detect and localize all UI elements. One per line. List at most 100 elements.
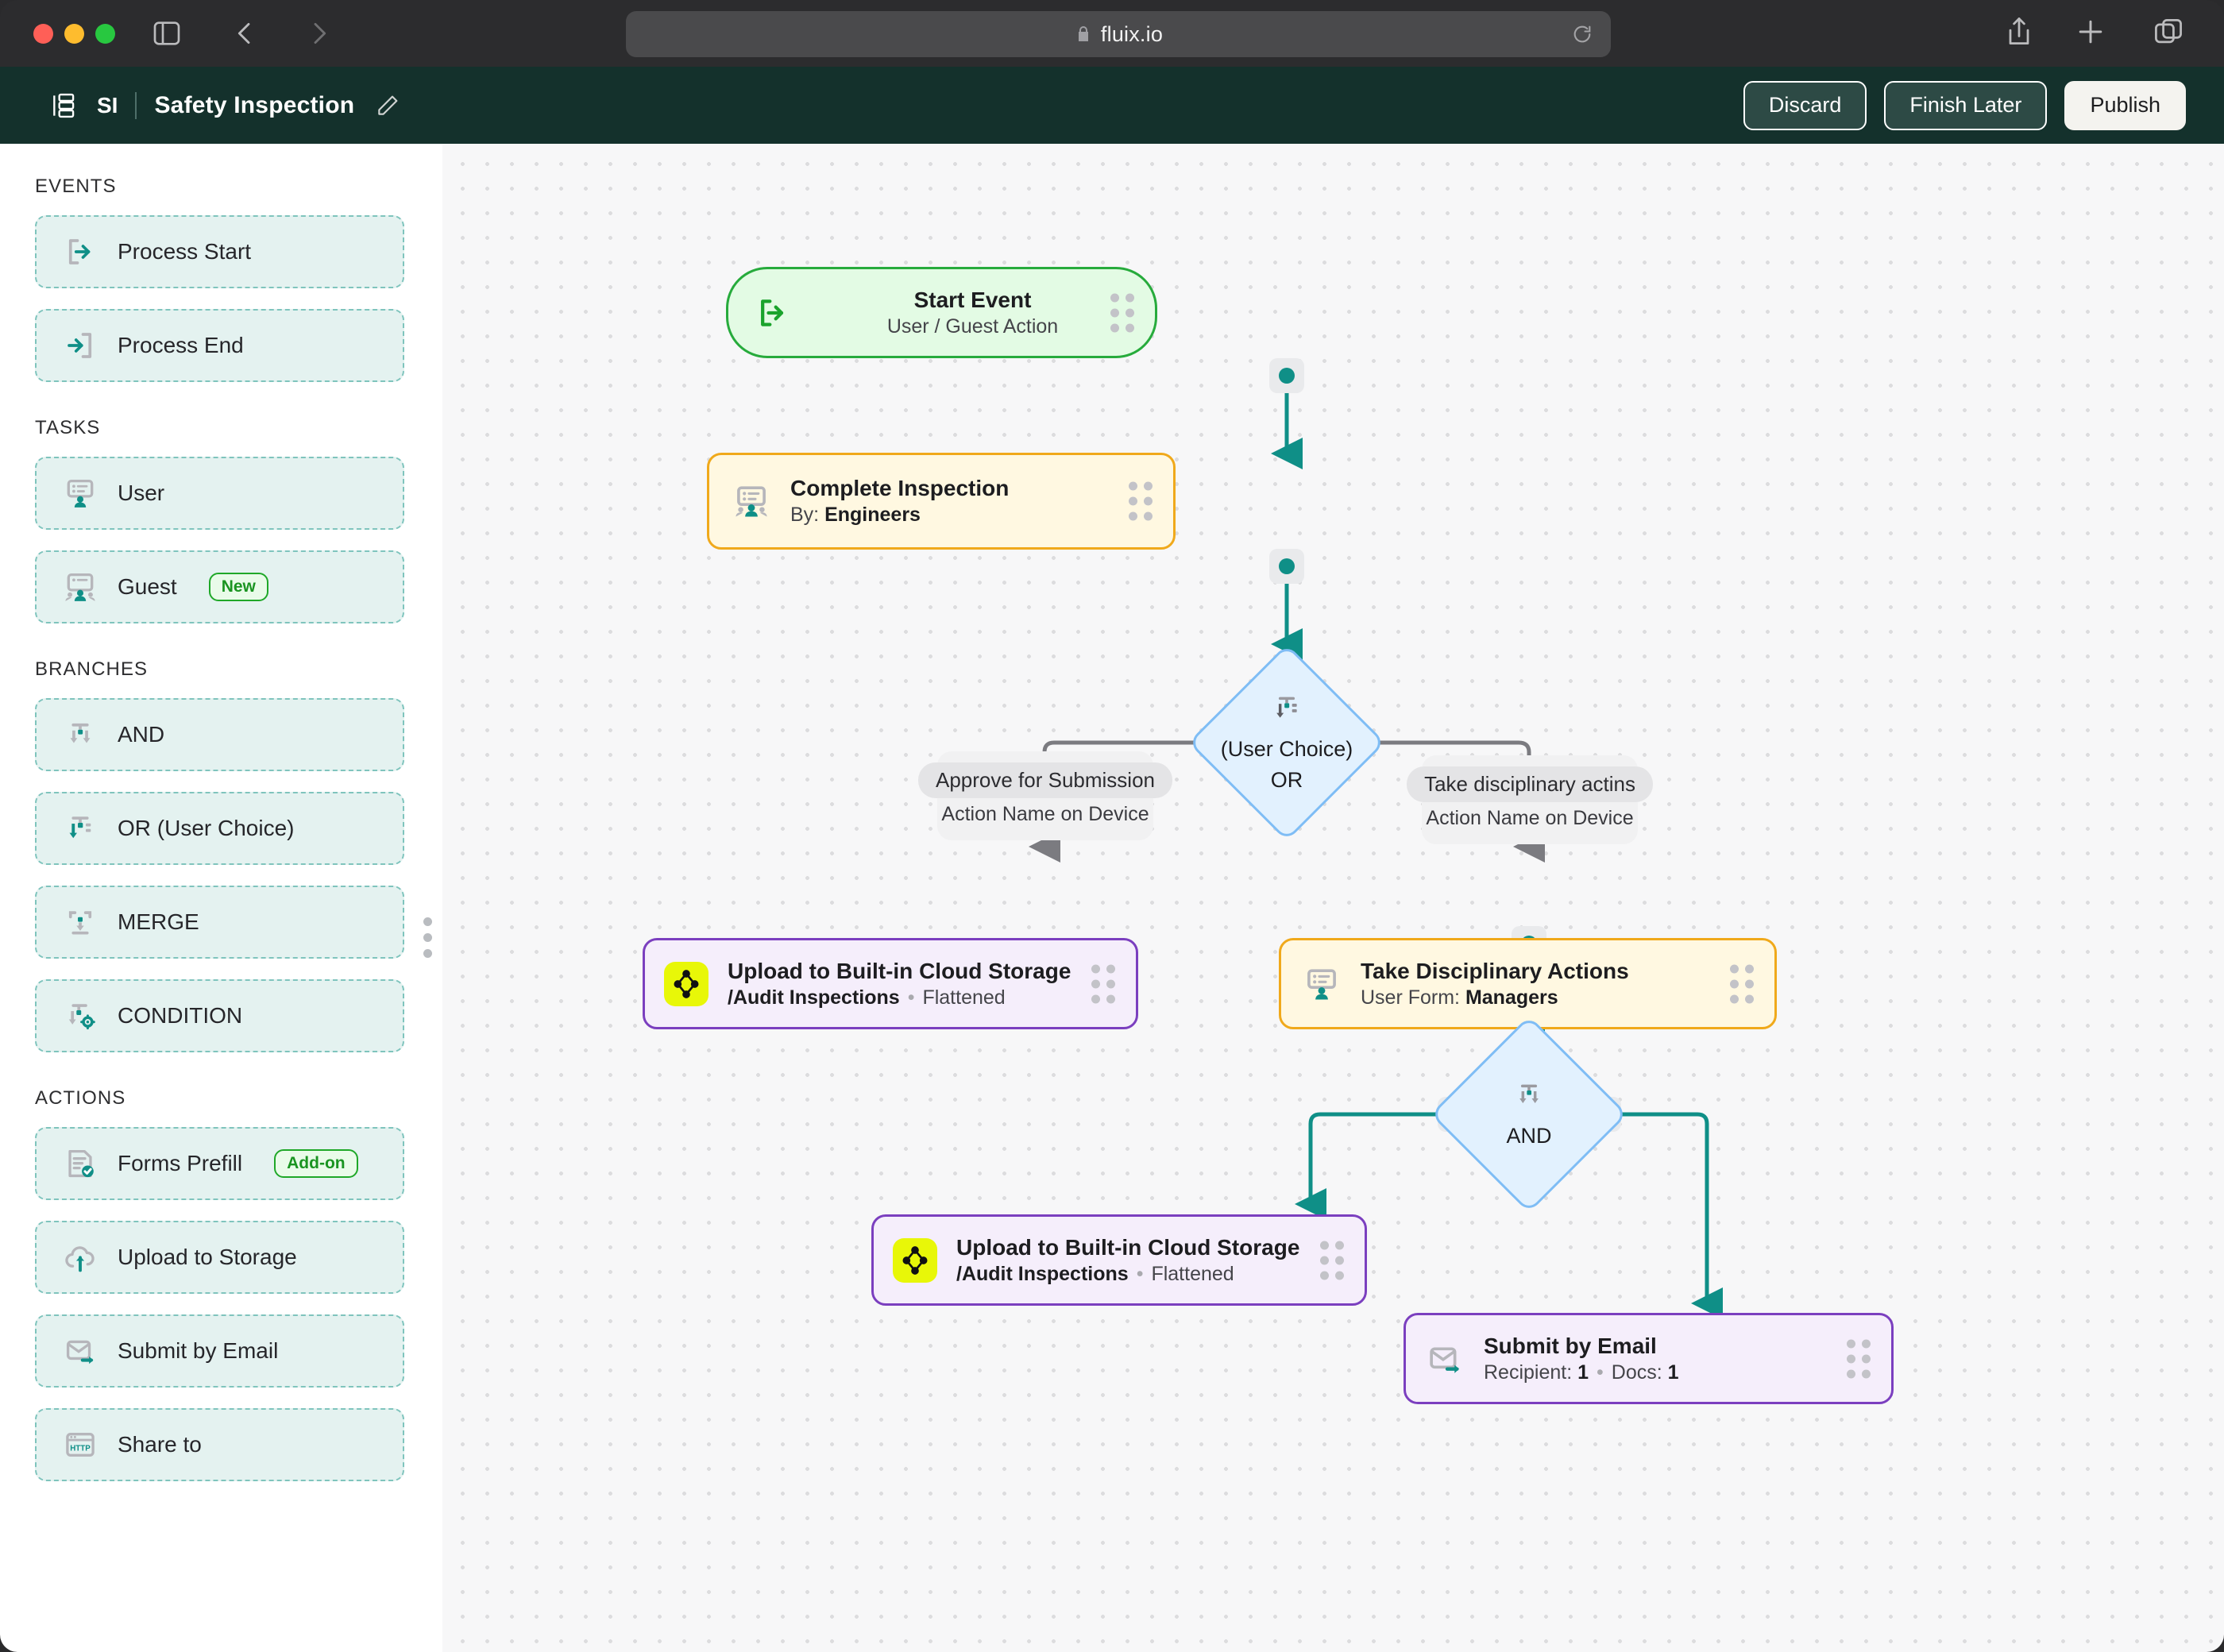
header-actions: Discard Finish Later Publish (1743, 80, 2224, 130)
sidebar-toggle-icon[interactable] (151, 17, 183, 49)
reload-icon[interactable] (1571, 23, 1593, 45)
branch-sublabel: Action Name on Device (941, 803, 1149, 825)
node-upload-bottom[interactable]: Upload to Built-in Cloud Storage /Audit … (871, 1214, 1367, 1306)
page-title: Safety Inspection (154, 91, 355, 118)
palette-group-title: ACTIONS (35, 1087, 126, 1109)
fluix-storage-icon (664, 961, 709, 1006)
node-title: Submit by Email (1484, 1333, 1657, 1358)
svg-text:HTTP: HTTP (70, 1445, 91, 1453)
node-title: Upload to Built-in Cloud Storage (956, 1234, 1300, 1260)
palette-item-label: Guest (118, 574, 177, 599)
node-start-event[interactable]: Start Event User / Guest Action (726, 267, 1157, 358)
node-subtitle: User / Guest Action (886, 315, 1059, 338)
browser-toolbar: fluix.io (0, 0, 2224, 67)
node-drag-grip[interactable] (1730, 964, 1754, 1003)
palette-item-label: Process End (118, 333, 244, 357)
submit-email-icon (1427, 1341, 1463, 1377)
workflow-abbreviation: SI (97, 92, 118, 118)
palette-item-share-to[interactable]: HTTP Share to (35, 1408, 404, 1481)
node-drag-grip[interactable] (1847, 1339, 1871, 1378)
node-title: Upload to Built-in Cloud Storage (728, 958, 1071, 983)
share-icon[interactable] (2002, 14, 2037, 49)
browser-back-button[interactable] (229, 17, 261, 49)
submit-email-icon (64, 1334, 97, 1368)
palette-item-label: Share to (118, 1432, 202, 1457)
close-window-button[interactable] (33, 24, 53, 44)
breadcrumb-separator (135, 91, 137, 119)
node-upload-left[interactable]: Upload to Built-in Cloud Storage /Audit … (643, 938, 1138, 1029)
address-bar[interactable]: fluix.io (626, 11, 1611, 57)
node-subtitle: Recipient: 1•Docs: 1 (1484, 1361, 1679, 1384)
sidebar-resize-handle[interactable] (423, 917, 432, 958)
workflow-canvas[interactable]: Start Event User / Guest Action (442, 144, 2224, 1652)
branch-or-icon (64, 812, 97, 845)
node-drag-grip[interactable] (1110, 293, 1134, 332)
palette-group-title: BRANCHES (35, 658, 149, 680)
port-start-out[interactable] (1269, 358, 1304, 393)
palette-group-title: EVENTS (35, 176, 117, 197)
palette-item-upload-to-storage[interactable]: Upload to Storage (35, 1221, 404, 1294)
palette-item-or-user-choice[interactable]: OR (User Choice) (35, 792, 404, 865)
node-subtitle: User Form: Managers (1361, 986, 1558, 1009)
palette-item-user[interactable]: User (35, 457, 404, 530)
pencil-icon[interactable] (375, 93, 400, 118)
node-subtitle: /Audit Inspections•Flattened (728, 986, 1006, 1009)
branch-condition-icon (64, 999, 97, 1032)
forms-prefill-icon (64, 1147, 97, 1180)
palette-item-label: Process Start (118, 239, 252, 264)
node-subtitle: By: Engineers (790, 504, 921, 527)
node-subtitle: /Audit Inspections•Flattened (956, 1262, 1234, 1285)
window-traffic-lights (33, 24, 115, 44)
node-drag-grip[interactable] (1129, 481, 1153, 521)
node-or-gateway[interactable]: (User Choice) OR (1187, 643, 1386, 842)
user-task-icon (64, 477, 97, 510)
palette-item-badge: Add-on (274, 1149, 358, 1178)
workflow-logo-icon[interactable] (49, 91, 79, 121)
palette-item-and[interactable]: AND (35, 698, 404, 771)
palette-item-process-end[interactable]: Process End (35, 309, 404, 382)
node-title: Complete Inspection (790, 476, 1010, 501)
minimize-window-button[interactable] (64, 24, 84, 44)
maximize-window-button[interactable] (95, 24, 115, 44)
node-and-gateway[interactable]: AND (1430, 1015, 1628, 1214)
workflow-diagram: Start Event User / Guest Action (442, 144, 2224, 1652)
node-complete-inspection[interactable]: Complete Inspection By: Engineers (707, 453, 1176, 550)
breadcrumb: SI Safety Inspection (0, 91, 400, 121)
http-share-icon: HTTP (64, 1428, 97, 1461)
port-complete-out[interactable] (1269, 549, 1304, 584)
palette-item-forms-prefill[interactable]: Forms Prefill Add-on (35, 1127, 404, 1200)
process-end-icon (64, 329, 97, 362)
node-drag-grip[interactable] (1091, 964, 1115, 1003)
palette-item-label: OR (User Choice) (118, 816, 295, 840)
browser-forward-button[interactable] (303, 17, 335, 49)
node-take-disciplinary-actions[interactable]: Take Disciplinary Actions User Form: Man… (1279, 938, 1777, 1029)
process-start-icon (64, 235, 97, 268)
palette-item-process-start[interactable]: Process Start (35, 215, 404, 288)
branch-and-icon (64, 718, 97, 751)
palette-group-title: TASKS (35, 417, 101, 438)
finish-later-button[interactable]: Finish Later (1884, 80, 2048, 130)
branch-merge-icon (64, 905, 97, 939)
upload-cloud-icon (64, 1241, 97, 1274)
palette-item-merge[interactable]: MERGE (35, 886, 404, 959)
node-drag-grip[interactable] (1320, 1241, 1344, 1280)
palette-item-label: User (118, 481, 165, 505)
palette-item-condition[interactable]: CONDITION (35, 979, 404, 1052)
app-header: SI Safety Inspection Discard Finish Late… (0, 67, 2224, 144)
branch-label-left[interactable]: Approve for Submission Action Name on De… (917, 751, 1173, 840)
palette-item-submit-by-email[interactable]: Submit by Email (35, 1314, 404, 1388)
publish-button[interactable]: Publish (2064, 80, 2186, 130)
tabs-overview-icon[interactable] (2151, 14, 2186, 49)
palette-item-label: Forms Prefill (118, 1151, 243, 1175)
node-submit-by-email[interactable]: Submit by Email Recipient: 1•Docs: 1 (1404, 1313, 1894, 1404)
palette-item-label: Submit by Email (118, 1338, 279, 1363)
process-start-icon (755, 295, 790, 330)
discard-button[interactable]: Discard (1743, 80, 1867, 130)
branch-label-right[interactable]: Take disciplinary actins Action Name on … (1407, 755, 1653, 844)
palette-item-label: Upload to Storage (118, 1245, 297, 1269)
plus-icon[interactable] (2073, 14, 2108, 49)
